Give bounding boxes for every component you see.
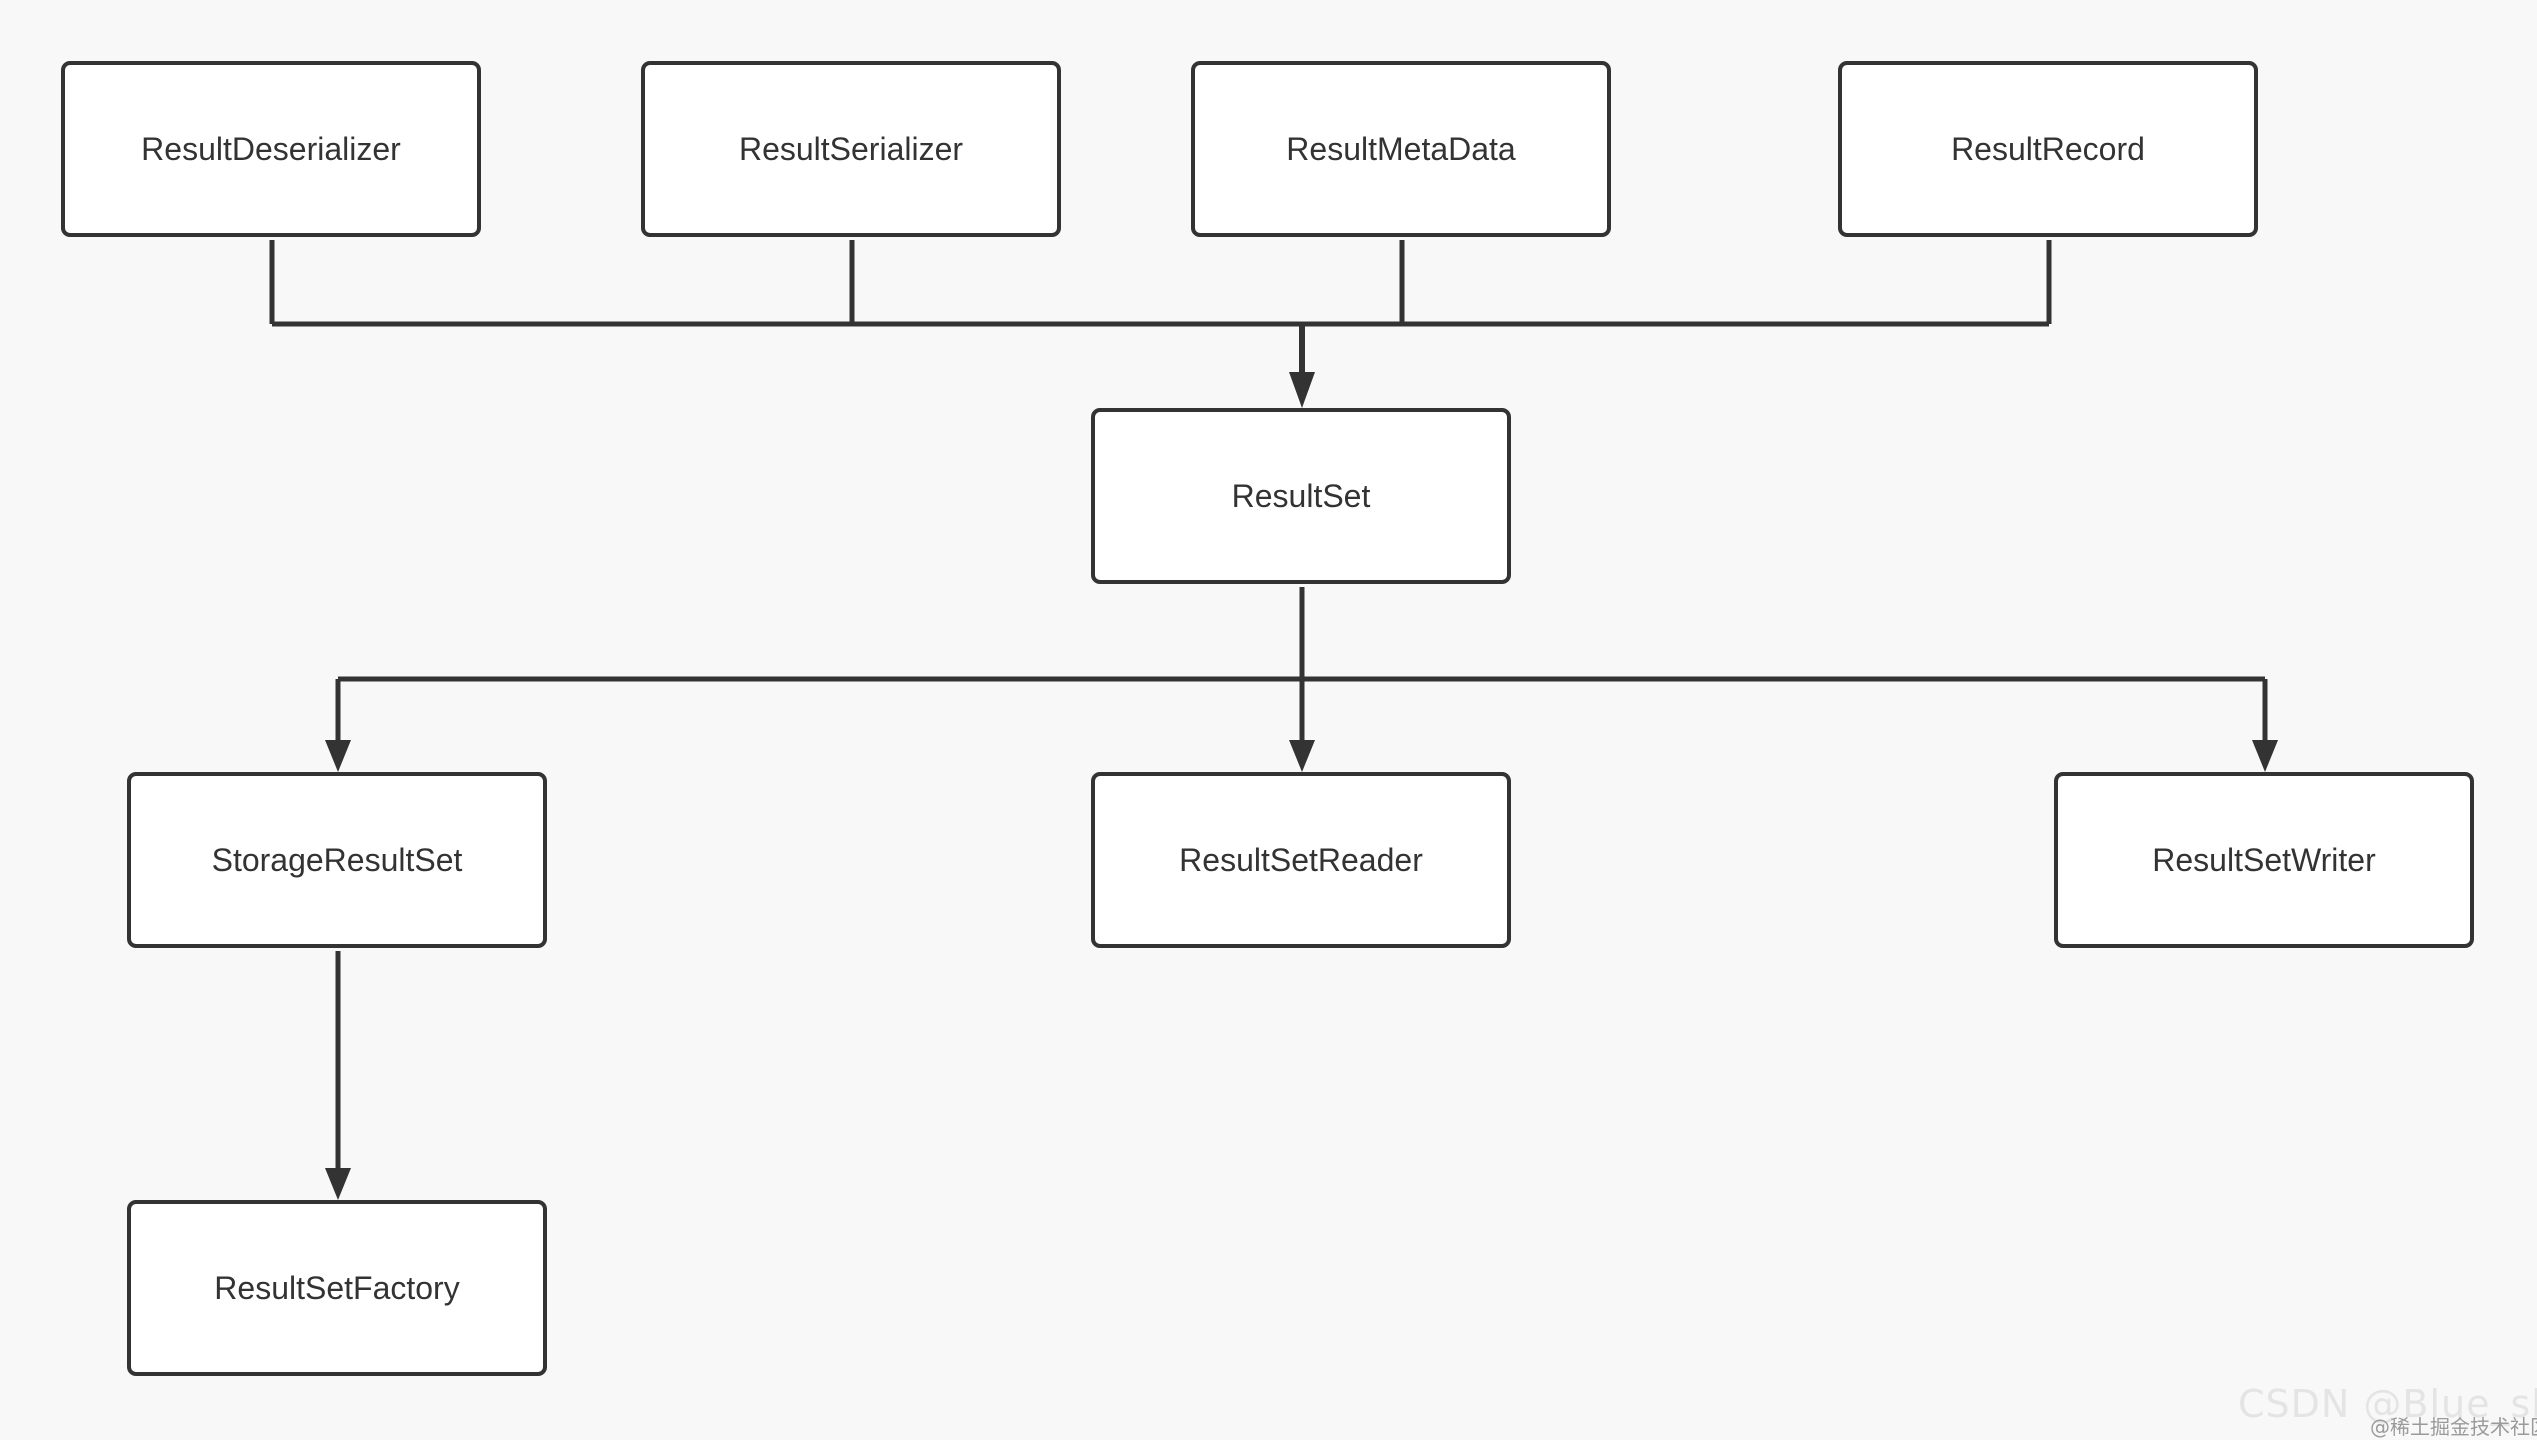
node-storage-result-set: StorageResultSet: [127, 772, 547, 948]
node-label: ResultRecord: [1951, 130, 2145, 167]
node-label: ResultSetWriter: [2152, 841, 2376, 878]
node-result-deserializer: ResultDeserializer: [61, 61, 481, 237]
arrowhead-result-set-reader: [1289, 740, 1315, 772]
node-result-set-factory: ResultSetFactory: [127, 1200, 547, 1376]
csdn-watermark: CSDN @Blue_sky: [2238, 1382, 2537, 1426]
node-label: StorageResultSet: [211, 841, 463, 878]
node-result-metadata: ResultMetaData: [1191, 61, 1611, 237]
arrowhead-result-set: [1289, 372, 1315, 408]
node-result-set-writer: ResultSetWriter: [2054, 772, 2474, 948]
arrowhead-storage-result-set: [325, 740, 351, 772]
node-label: ResultSetReader: [1179, 841, 1423, 878]
node-label: ResultSet: [1231, 477, 1371, 514]
node-result-serializer: ResultSerializer: [641, 61, 1061, 237]
arrowhead-result-set-writer: [2252, 740, 2278, 772]
node-result-set: ResultSet: [1091, 408, 1511, 584]
node-label: ResultSerializer: [738, 130, 964, 167]
node-label: ResultDeserializer: [141, 130, 401, 167]
node-result-record: ResultRecord: [1838, 61, 2258, 237]
arrowhead-result-set-factory: [325, 1168, 351, 1200]
node-label: ResultMetaData: [1286, 130, 1516, 167]
juejin-watermark: @稀土掘金技术社区: [2370, 1415, 2537, 1439]
node-result-set-reader: ResultSetReader: [1091, 772, 1511, 948]
node-label: ResultSetFactory: [214, 1269, 460, 1306]
